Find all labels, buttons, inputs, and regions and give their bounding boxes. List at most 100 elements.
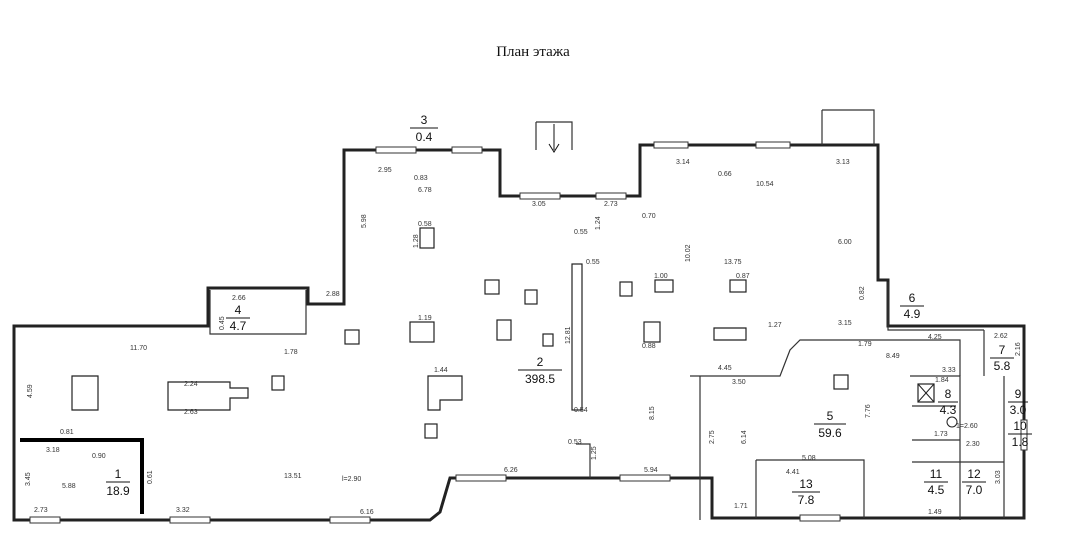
dimension: 13.51 <box>284 473 302 480</box>
room-number: 10 <box>1013 419 1027 433</box>
dimension: 0.70 <box>642 213 656 220</box>
column <box>542 333 554 347</box>
window <box>619 474 671 482</box>
room-label-10: 10 1.8 <box>1008 419 1032 449</box>
dimension: 1.24 <box>595 216 602 230</box>
dimension: 2.88 <box>326 291 340 298</box>
dimension: 0.66 <box>718 171 732 178</box>
window <box>329 516 371 524</box>
interior-walls <box>20 282 1005 520</box>
room-number: 13 <box>799 477 813 491</box>
room-label-6: 6 4.9 <box>900 291 924 321</box>
window <box>799 514 841 522</box>
column <box>619 281 633 297</box>
dimension: 1.73 <box>934 431 948 438</box>
dimension: 2.30 <box>966 441 980 448</box>
room-5-top-wall <box>690 339 961 377</box>
room-area: 4.7 <box>230 319 247 333</box>
window <box>653 141 689 149</box>
dimension: 0.58 <box>418 221 432 228</box>
dimension: 2.75 <box>709 430 716 444</box>
dimension: 11.70 <box>130 345 147 352</box>
dimension: 2.63 <box>184 409 198 416</box>
room-area: 0.4 <box>416 130 433 144</box>
service-block-walls <box>910 375 961 520</box>
dimension: 1.84 <box>935 377 949 384</box>
dimension: 0.87 <box>736 273 750 280</box>
dimension: 1.79 <box>858 341 872 348</box>
dimension: 0.81 <box>60 429 74 436</box>
dimension: 2.62 <box>994 333 1008 340</box>
dimension: 4.59 <box>27 384 34 398</box>
dimension: 1.78 <box>284 349 298 356</box>
room-area: 18.9 <box>106 484 130 498</box>
dimension: 1.28 <box>413 234 420 248</box>
room-number: 5 <box>827 409 834 423</box>
room-label-9: 9 3.0 <box>1008 387 1028 417</box>
room-number: 6 <box>909 291 916 305</box>
dimension: 0.83 <box>414 175 428 182</box>
room-1-outline <box>20 438 144 514</box>
windows <box>29 141 1028 524</box>
room-area: 7.8 <box>798 493 815 507</box>
dimension: 2.24 <box>184 381 198 388</box>
room-number: 2 <box>537 355 544 369</box>
window <box>755 141 791 149</box>
dimension: 3.18 <box>46 447 60 454</box>
window <box>455 474 507 482</box>
dimension: 5.94 <box>644 467 658 474</box>
room-number: 4 <box>235 303 242 317</box>
dimension: 8.15 <box>649 406 656 420</box>
dimension: 3.13 <box>836 159 850 166</box>
counter-right <box>713 327 747 341</box>
dimension: 10.02 <box>685 244 692 262</box>
counter <box>167 381 249 411</box>
room-area: 398.5 <box>525 372 555 386</box>
dimension: 6.16 <box>360 509 374 516</box>
dimension: 8.49 <box>886 353 900 360</box>
window <box>29 516 61 524</box>
columns <box>71 227 958 439</box>
room-area: 4.3 <box>940 403 957 417</box>
column <box>484 279 500 295</box>
room-number: 7 <box>999 343 1006 357</box>
window <box>519 192 561 200</box>
page-title: План этажа <box>496 44 570 60</box>
room-number: 9 <box>1015 387 1022 401</box>
dimension: 1.44 <box>434 367 448 374</box>
room-4-walls <box>209 290 307 335</box>
room-number: 12 <box>967 467 981 481</box>
window <box>375 146 417 154</box>
dimension: 0.90 <box>92 453 106 460</box>
room-13-walls <box>755 459 865 518</box>
dimension-labels: 2.95 0.83 6.78 3.05 2.73 0.55 0.70 3.14 … <box>25 159 1022 516</box>
dimension: 3.15 <box>838 320 852 327</box>
rear-annex <box>821 109 875 145</box>
building-outline <box>12 143 1026 522</box>
dimension: 4.45 <box>718 365 732 372</box>
dimension: 0.45 <box>219 316 226 330</box>
room-area: 4.9 <box>904 307 921 321</box>
room-area: 5.8 <box>994 359 1011 373</box>
sanitary-walls <box>912 405 1004 463</box>
window <box>1020 419 1028 451</box>
dimension: 2.95 <box>378 167 392 174</box>
room-area: 3.0 <box>1010 403 1027 417</box>
dimension: 6.26 <box>504 467 518 474</box>
dimension: 1.71 <box>734 503 748 510</box>
dimension: 0.82 <box>859 286 866 300</box>
column <box>409 321 435 343</box>
dimension: 5.88 <box>62 483 76 490</box>
arrow-down-icon <box>548 143 560 153</box>
dimension: 5.98 <box>361 214 368 228</box>
room-number: 8 <box>945 387 952 401</box>
column <box>524 289 538 305</box>
column <box>729 279 747 293</box>
room-area: 59.6 <box>818 426 842 440</box>
toilet-icon <box>946 416 958 428</box>
dimension: 3.45 <box>25 472 32 486</box>
bottom-notch <box>576 443 591 478</box>
dimension: 0.53 <box>568 439 582 446</box>
dimension: 0.54 <box>574 407 588 414</box>
